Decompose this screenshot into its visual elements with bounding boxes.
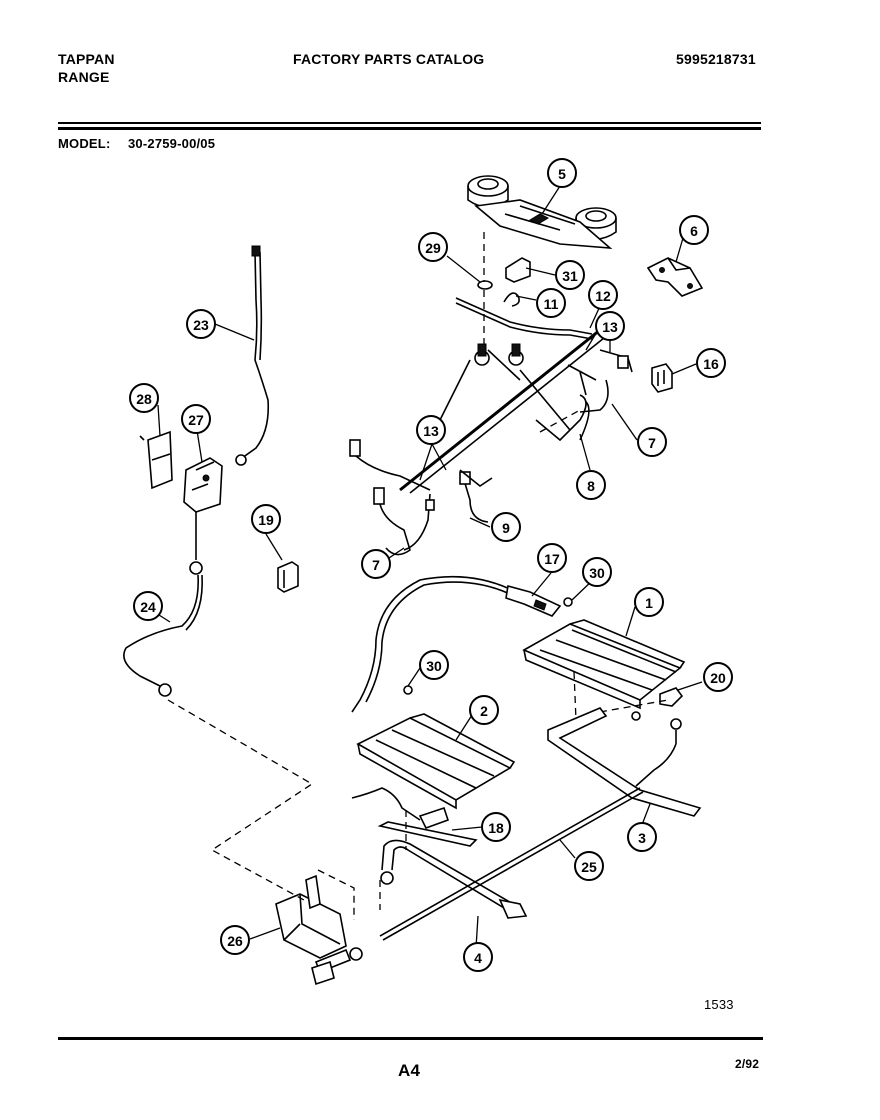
assembly-lines bbox=[167, 232, 581, 910]
callout-30b: 30 bbox=[419, 650, 449, 680]
model-number: 30-2759-00/05 bbox=[128, 136, 216, 151]
part-ignitor-tube bbox=[351, 575, 573, 713]
brand-name: TAPPAN bbox=[58, 51, 115, 67]
part-small-block bbox=[277, 561, 299, 593]
callout-13b: 13 bbox=[416, 415, 446, 445]
callout-label: 13 bbox=[423, 423, 439, 439]
callout-label: 31 bbox=[562, 268, 578, 284]
callout-7b: 7 bbox=[361, 549, 391, 579]
figure-code: 1533 bbox=[704, 997, 734, 1012]
catalog-title: FACTORY PARTS CATALOG bbox=[293, 51, 485, 67]
callout-23: 23 bbox=[186, 309, 216, 339]
callout-26: 26 bbox=[220, 925, 250, 955]
catalog-number: 5995218731 bbox=[676, 51, 756, 67]
callout-28: 28 bbox=[129, 383, 159, 413]
callout-label: 24 bbox=[140, 599, 156, 615]
callout-label: 25 bbox=[581, 859, 597, 875]
callout-label: 7 bbox=[648, 435, 656, 451]
callout-9: 9 bbox=[491, 512, 521, 542]
callout-label: 11 bbox=[544, 296, 559, 312]
product-type: RANGE bbox=[58, 69, 110, 85]
callout-30: 30 bbox=[582, 557, 612, 587]
model-label: MODEL: bbox=[58, 136, 111, 151]
callout-5: 5 bbox=[547, 158, 577, 188]
callout-label: 27 bbox=[188, 412, 204, 428]
callout-label: 5 bbox=[558, 166, 566, 182]
callout-12: 12 bbox=[588, 280, 618, 310]
page-code: A4 bbox=[398, 1061, 421, 1080]
callout-label: 17 bbox=[544, 551, 560, 567]
callout-27: 27 bbox=[181, 404, 211, 434]
callout-16: 16 bbox=[696, 348, 726, 378]
callout-17: 17 bbox=[537, 543, 567, 573]
part-manifold bbox=[399, 297, 633, 494]
part-oven-burner bbox=[356, 685, 516, 810]
part-burner-feed-pipe bbox=[547, 707, 702, 817]
part-orifice bbox=[599, 687, 684, 744]
header-rule-bottom bbox=[58, 127, 761, 130]
callout-label: 18 bbox=[488, 820, 504, 836]
callout-19: 19 bbox=[251, 504, 281, 534]
part-upper-burner bbox=[522, 619, 686, 710]
callout-label: 2 bbox=[480, 703, 488, 719]
callout-25: 25 bbox=[574, 851, 604, 881]
callout-label: 30 bbox=[426, 658, 442, 674]
callout-1: 1 bbox=[634, 587, 664, 617]
callout-4: 4 bbox=[463, 942, 493, 972]
callout-label: 20 bbox=[710, 670, 726, 686]
callout-2: 2 bbox=[469, 695, 499, 725]
part-bracket bbox=[646, 257, 704, 297]
part-pilot-tube bbox=[379, 787, 644, 941]
revision-date: 2/92 bbox=[735, 1057, 760, 1071]
callout-label: 26 bbox=[227, 933, 243, 949]
callout-label: 6 bbox=[690, 223, 698, 239]
callout-label: 28 bbox=[136, 391, 152, 407]
callout-31: 31 bbox=[555, 260, 585, 290]
callout-label: 7 bbox=[372, 557, 380, 573]
callout-label: 1 bbox=[645, 595, 653, 611]
part-oven-feed-tube bbox=[380, 839, 528, 919]
callout-7: 7 bbox=[637, 427, 667, 457]
callout-3: 3 bbox=[627, 822, 657, 852]
callout-29: 29 bbox=[418, 232, 448, 262]
part-ignitor bbox=[351, 787, 478, 847]
callout-label: 19 bbox=[258, 512, 274, 528]
callout-6: 6 bbox=[679, 215, 709, 245]
callout-label: 29 bbox=[425, 240, 441, 256]
callout-18: 18 bbox=[481, 812, 511, 842]
callout-20: 20 bbox=[703, 662, 733, 692]
part-thermostat-bulb bbox=[235, 245, 270, 466]
callout-label: 8 bbox=[587, 478, 595, 494]
part-small-hardware bbox=[477, 257, 531, 307]
part-oven-thermostat bbox=[123, 430, 223, 697]
callout-label: 30 bbox=[589, 565, 605, 581]
callout-8: 8 bbox=[576, 470, 606, 500]
header-rule-top bbox=[58, 122, 761, 124]
callout-label: 9 bbox=[502, 520, 510, 536]
callout-label: 12 bbox=[595, 288, 611, 304]
callout-label: 13 bbox=[602, 319, 618, 335]
footer-rule bbox=[58, 1037, 763, 1040]
part-switch bbox=[651, 363, 673, 393]
callout-label: 23 bbox=[193, 317, 209, 333]
part-top-burner-assembly bbox=[467, 175, 617, 249]
callout-24: 24 bbox=[133, 591, 163, 621]
callout-13: 13 bbox=[595, 311, 625, 341]
callout-label: 4 bbox=[474, 950, 482, 966]
callout-label: 16 bbox=[703, 356, 719, 372]
part-left-valve-cluster bbox=[349, 439, 493, 556]
part-oven-gas-valve bbox=[275, 869, 363, 986]
callout-11: 11 bbox=[536, 288, 566, 318]
callout-label: 3 bbox=[638, 830, 646, 846]
